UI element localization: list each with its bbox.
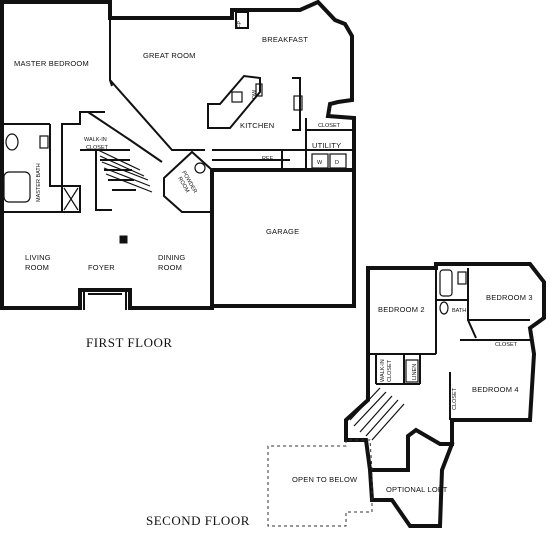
kitchen-island — [207, 74, 261, 129]
label-second-walk-in-2: CLOSET — [387, 359, 393, 382]
label-dining-1: DINING — [158, 253, 185, 262]
second-floor-interior-wall — [368, 268, 530, 420]
range — [293, 95, 303, 111]
second-sink — [457, 271, 467, 285]
linen-closet — [405, 359, 419, 383]
label-garage: GARAGE — [266, 227, 299, 236]
second-toilet — [439, 301, 449, 315]
first-floor-title: FIRST FLOOR — [86, 335, 173, 350]
entry-porch — [83, 290, 127, 310]
label-ref: REF — [262, 156, 274, 162]
label-linen: LINEN — [412, 364, 418, 380]
dishwasher — [255, 83, 263, 97]
second-floor-title: SECOND FLOOR — [146, 513, 250, 528]
kitchen-counter — [212, 77, 354, 172]
label-living-1: LIVING — [25, 253, 51, 262]
label-breakfast: BREAKFAST — [262, 35, 308, 44]
label-bedroom-2: BEDROOM 2 — [378, 305, 425, 314]
label-master-bath: MASTER BATH — [36, 163, 42, 202]
label-dining-2: ROOM — [158, 263, 182, 272]
utility-wall — [305, 118, 354, 170]
label-closet-vertical: CLOSET — [452, 387, 458, 410]
label-second-walk-in-1: WALK-IN — [380, 359, 386, 382]
label-walk-in-1: WALK-IN — [84, 137, 107, 143]
label-second-closet: CLOSET — [495, 342, 518, 348]
fireplace — [235, 11, 249, 29]
label-dryer: D — [335, 160, 339, 166]
label-bedroom-3: BEDROOM 3 — [486, 293, 533, 302]
open-to-below-outline — [267, 439, 373, 527]
toilet — [5, 133, 19, 151]
bathtub — [3, 171, 31, 203]
stair-wall — [62, 149, 136, 213]
second-floor-plan: BEDROOM 2 BATH BEDROOM 3 CLOSET WALK-IN … — [146, 262, 546, 528]
powder-room-wall — [163, 150, 213, 213]
label-utility: UTILITY — [312, 141, 341, 150]
sink — [39, 135, 49, 149]
powder-toilet — [194, 162, 206, 174]
label-closet: CLOSET — [318, 123, 341, 129]
label-bath: BATH — [452, 308, 466, 314]
foyer-fixture — [119, 235, 128, 244]
label-open-to-below: OPEN TO BELOW — [292, 475, 358, 484]
first-floor-plan: MASTER BEDROOM GREAT ROOM BREAKFAST WALK… — [0, 0, 356, 350]
label-walk-in-2: CLOSET — [86, 145, 109, 151]
label-living-2: ROOM — [25, 263, 49, 272]
great-room-diagonal-wall — [109, 18, 205, 151]
label-great-room: GREAT ROOM — [143, 51, 196, 60]
label-bedroom-4: BEDROOM 4 — [472, 385, 519, 394]
second-stair-treads — [349, 387, 405, 441]
label-master-bedroom: MASTER BEDROOM — [14, 59, 89, 68]
label-dw: DW — [252, 89, 258, 99]
master-bedroom-wall — [2, 111, 163, 213]
label-optional-loft: OPTIONAL LOFT — [386, 485, 448, 494]
dryer-box — [329, 153, 347, 169]
label-foyer: FOYER — [88, 263, 115, 272]
washer-box — [311, 153, 329, 169]
closet-x — [63, 187, 79, 211]
cooktop — [231, 91, 243, 103]
second-bathtub — [439, 269, 453, 297]
label-washer: W — [317, 160, 323, 166]
walk-in-closet-wall — [49, 124, 62, 187]
label-kitchen: KITCHEN — [240, 121, 274, 130]
label-fp: FP — [237, 21, 243, 28]
garage-wall — [210, 168, 356, 308]
stair-treads — [97, 149, 153, 193]
